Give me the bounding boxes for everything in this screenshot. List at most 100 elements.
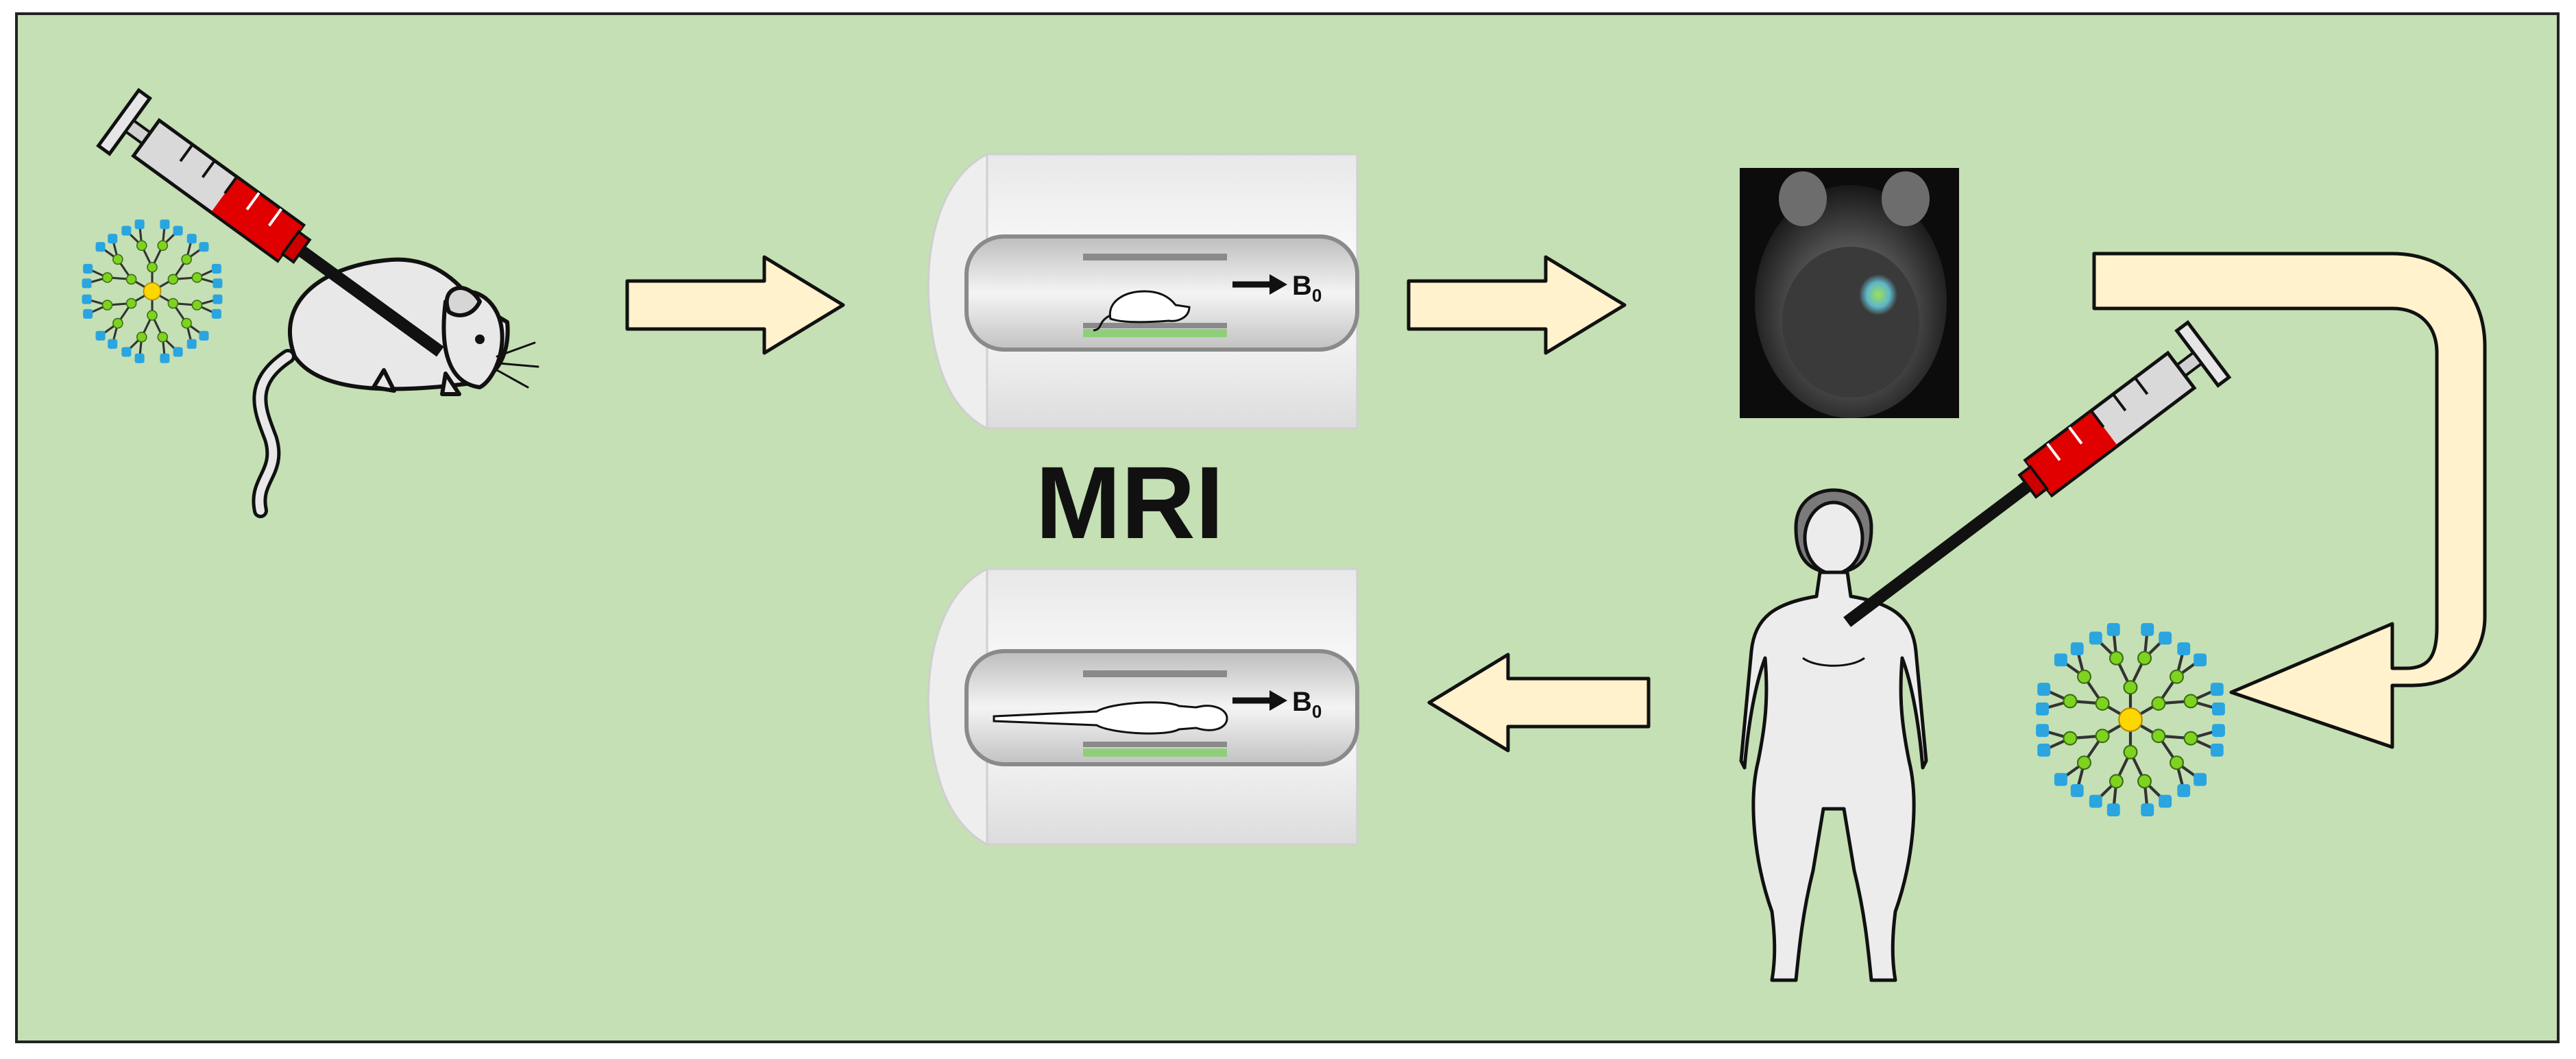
- dendrimer-terminal-group: [2159, 794, 2172, 808]
- dendrimer-node: [112, 254, 123, 265]
- flow-arrow-left: [1427, 653, 1651, 753]
- dendrimer-node: [2151, 696, 2166, 711]
- dendrimer-terminal-group: [108, 234, 118, 244]
- dendrimer-terminal-group: [83, 264, 93, 274]
- dendrimer-node: [125, 273, 137, 285]
- dendrimer-node: [147, 262, 158, 273]
- dendrimer-terminal-group: [2037, 743, 2051, 757]
- dendrimer-node: [2063, 694, 2078, 709]
- dendrimer-terminal-group: [2194, 653, 2207, 667]
- dendrimer-node: [125, 297, 137, 309]
- dendrimer-terminal-group: [2036, 724, 2050, 738]
- dendrimer-terminal-group: [2106, 622, 2120, 636]
- dendrimer-node: [191, 300, 203, 311]
- human-body-icon: [1739, 488, 1928, 982]
- dendrimer-terminal-group: [199, 242, 209, 252]
- dendrimer-node: [157, 331, 169, 343]
- dendrimer-terminal-group: [2177, 642, 2191, 656]
- dendrimer-terminal-group: [134, 353, 145, 363]
- mri-label: MRI: [1036, 445, 1224, 560]
- dendrimer-terminal-group: [160, 219, 170, 230]
- dendrimer-node: [147, 310, 158, 321]
- dendrimer-terminal-group: [2210, 683, 2224, 696]
- dendrimer-node: [136, 331, 147, 343]
- dendrimer-terminal-group: [134, 219, 145, 230]
- dendrimer-terminal-group: [83, 308, 93, 319]
- flow-arrow-u-turn: [2092, 252, 2487, 749]
- dendrimer-node: [2123, 744, 2138, 759]
- dendrimer-node: [2169, 669, 2184, 684]
- dendrimer-terminal-group: [82, 294, 92, 304]
- b-field-label: B0: [1292, 271, 1322, 306]
- dendrimer-terminal-group: [211, 308, 221, 319]
- dendrimer-terminal-group: [2141, 803, 2154, 817]
- dendrimer-node: [2077, 669, 2092, 684]
- dendrimer-terminal-group: [199, 330, 209, 341]
- dendrimer-terminal-group: [108, 339, 118, 349]
- dendrimer-terminal-group: [95, 242, 106, 252]
- dendrimer-terminal-group: [2211, 724, 2225, 738]
- syringe-icon: [1843, 319, 2232, 627]
- dendrimer-terminal-group: [186, 339, 197, 349]
- dendrimer-terminal-group: [2070, 642, 2084, 656]
- dendrimer-terminal-group: [2211, 702, 2225, 716]
- dendrimer-node: [136, 240, 147, 252]
- dendrimer-terminal-group: [2054, 653, 2067, 667]
- human-mini-icon: [993, 701, 1228, 735]
- dendrimer-node: [2095, 729, 2110, 744]
- mri-scanner-top: B0: [927, 152, 1359, 430]
- dendrimer-terminal-group: [121, 347, 132, 357]
- dendrimer-node: [191, 272, 203, 283]
- dendrimer-node: [2151, 729, 2166, 744]
- dendrimer-terminal-group: [2037, 683, 2051, 696]
- syringe-icon: [96, 88, 444, 357]
- dendrimer-terminal-group: [186, 234, 197, 244]
- dendrimer-node: [181, 254, 192, 265]
- dendrimer-node: [167, 297, 179, 309]
- dendrimer-icon: [2036, 622, 2225, 817]
- dendrimer-node: [2109, 650, 2124, 666]
- dendrimer-terminal-group: [2089, 794, 2102, 808]
- dendrimer-node: [2137, 774, 2152, 789]
- dendrimer-terminal-group: [2141, 622, 2154, 636]
- dendrimer-terminal-group: [2177, 783, 2191, 797]
- dendrimer-terminal-group: [2036, 702, 2050, 716]
- mri-scanner-bottom: B0: [927, 567, 1359, 847]
- dendrimer-node: [167, 273, 179, 285]
- dendrimer-node: [101, 272, 113, 283]
- dendrimer-terminal-group: [2159, 631, 2172, 645]
- dendrimer-terminal-group: [82, 278, 92, 289]
- flow-arrow-right-2: [1407, 255, 1627, 355]
- dendrimer-terminal-group: [211, 264, 221, 274]
- dendrimer-terminal-group: [173, 347, 183, 357]
- dendrimer-node: [2169, 755, 2184, 770]
- mouse-mini-icon: [1093, 290, 1191, 332]
- dendrimer-node: [2183, 694, 2198, 709]
- dendrimer-node: [2095, 696, 2110, 711]
- dendrimer-terminal-group: [2070, 783, 2084, 797]
- dendrimer-node: [157, 240, 169, 252]
- flow-arrow-right-1: [625, 255, 845, 355]
- dendrimer-node: [2137, 650, 2152, 666]
- dendrimer-terminal-group: [2106, 803, 2120, 817]
- dendrimer-icon: [82, 219, 223, 363]
- mri-image-icon: [1740, 168, 1959, 418]
- dendrimer-core: [2118, 707, 2143, 732]
- dendrimer-node: [101, 300, 113, 311]
- dendrimer-node: [2183, 731, 2198, 746]
- dendrimer-terminal-group: [2054, 772, 2067, 786]
- dendrimer-node: [2077, 755, 2092, 770]
- dendrimer-core: [143, 282, 162, 301]
- dendrimer-terminal-group: [212, 278, 223, 289]
- dendrimer-terminal-group: [160, 353, 170, 363]
- dendrimer-node: [2063, 731, 2078, 746]
- dendrimer-terminal-group: [212, 294, 223, 304]
- b-field-label: B0: [1292, 687, 1322, 722]
- dendrimer-node: [112, 317, 123, 329]
- dendrimer-terminal-group: [121, 226, 132, 236]
- dendrimer-terminal-group: [2194, 772, 2207, 786]
- dendrimer-terminal-group: [95, 330, 106, 341]
- dendrimer-terminal-group: [2089, 631, 2102, 645]
- dendrimer-node: [2123, 680, 2138, 695]
